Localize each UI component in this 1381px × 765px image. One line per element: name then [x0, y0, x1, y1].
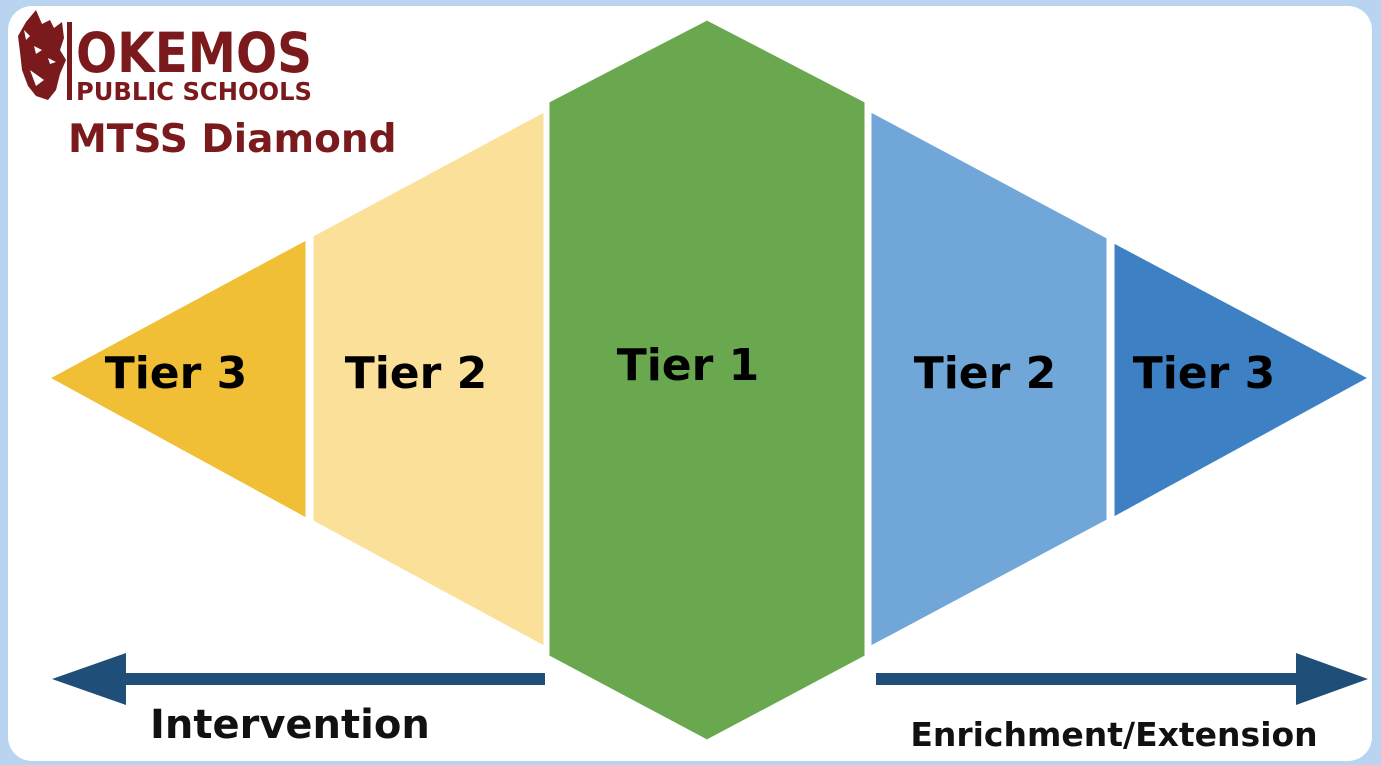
wolf-mascot-icon — [18, 10, 66, 100]
tier-2-enrichment-segment — [870, 111, 1108, 647]
logo-okemos-text: OKEMOS — [76, 21, 312, 85]
enrichment-extension-label: Enrichment/Extension — [910, 715, 1317, 754]
tier-3-intervention-segment — [48, 239, 307, 519]
arrow-left-icon — [52, 653, 545, 705]
tier-1-label: Tier 1 — [617, 340, 760, 391]
tier-1-core-segment — [548, 19, 866, 741]
tier-2-intervention-segment — [312, 111, 545, 647]
intervention-label: Intervention — [150, 702, 430, 748]
tier-2-right-label: Tier 2 — [914, 348, 1057, 399]
logo-divider — [67, 22, 72, 100]
tier-3-left-label: Tier 3 — [105, 348, 248, 399]
tier-2-left-label: Tier 2 — [345, 348, 488, 399]
logo-public-schools-text: PUBLIC SCHOOLS — [76, 77, 312, 106]
arrow-right-icon — [876, 653, 1368, 705]
tier-3-right-label: Tier 3 — [1133, 348, 1276, 399]
tier-3-enrichment-segment — [1113, 242, 1370, 518]
diagram-title: MTSS Diamond — [68, 117, 397, 162]
